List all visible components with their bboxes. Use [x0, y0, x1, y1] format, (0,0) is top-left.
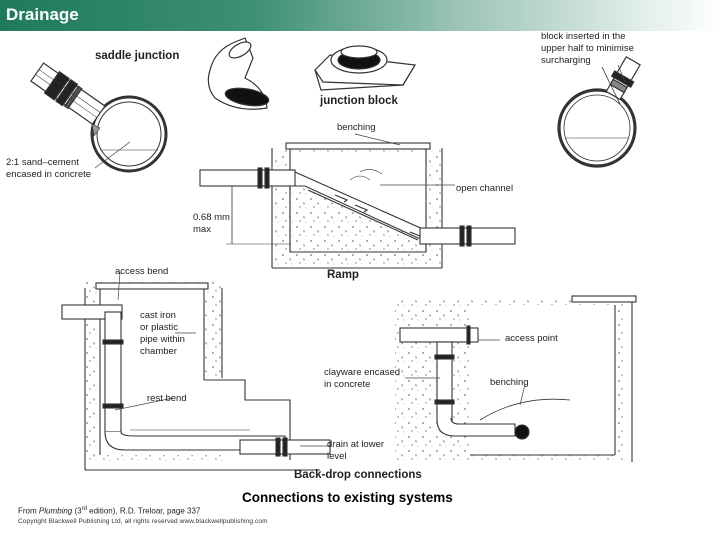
ramp-chamber-drawing	[199, 142, 516, 269]
sand-cement-line-2: encased in concrete	[6, 169, 92, 180]
clayware-label: clayware encased in concrete	[324, 367, 400, 391]
access-point-label: access point	[505, 333, 558, 344]
figure-caption: Connections to existing systems	[242, 490, 453, 505]
block-inserted-line-3: surcharging	[541, 55, 591, 66]
block-inserted-line-2: upper half to minimise	[541, 43, 634, 54]
citation-edition-sup: rd	[81, 506, 87, 512]
cast-iron-chamber-drawing	[61, 282, 331, 471]
page-title: Drainage	[6, 5, 79, 24]
cast-iron-line-4: chamber	[140, 346, 177, 357]
saddle-junction-drawing	[30, 62, 168, 173]
citation: From Plumbing (3rd edition), R.D. Treloa…	[18, 506, 200, 516]
junction-block-drawing	[314, 45, 416, 91]
rest-bend-label: rest bend	[147, 393, 187, 404]
back-drop-drawing	[395, 295, 637, 462]
max-drop-line-1: 0.68 mm	[193, 212, 230, 223]
ramp-label: Ramp	[327, 269, 359, 281]
block-inserted-label: block inserted in the upper half to mini…	[541, 31, 634, 67]
access-bend-label: access bend	[115, 266, 169, 277]
benching-bottom-label: benching	[490, 377, 529, 388]
block-inserted-line-1: block inserted in the	[541, 31, 626, 42]
drain-lower-line-2: level	[327, 451, 347, 462]
cast-iron-line-1: cast iron	[140, 310, 176, 321]
back-drop-label: Back-drop connections	[294, 469, 422, 481]
max-drop-label: 0.68 mm max	[193, 212, 230, 236]
citation-book: Plumbing	[38, 506, 73, 516]
sand-cement-label: 2:1 sand–cement encased in concrete	[6, 157, 91, 181]
pipe-section-with-block	[557, 56, 641, 168]
cast-iron-label: cast iron or plastic pipe within chamber	[140, 310, 185, 358]
drain-lower-label: drain at lower level	[327, 439, 384, 463]
open-channel-label: open channel	[456, 183, 514, 194]
title-bar: Drainage	[0, 0, 720, 31]
cast-iron-line-2: or plastic	[140, 322, 179, 333]
sand-cement-line-1: 2:1 sand–cement	[6, 157, 79, 168]
max-drop-line-2: max	[193, 224, 211, 235]
copyright-notice: Copyright Blackwell Publishing Ltd, all …	[18, 518, 268, 525]
citation-edition: (3	[72, 506, 82, 516]
saddle-piece-drawing	[207, 37, 270, 110]
citation-prefix: From	[18, 506, 39, 516]
saddle-junction-label: saddle junction	[95, 50, 180, 62]
citation-suffix: edition), R.D. Treloar, page 337	[86, 506, 201, 516]
leader-lines	[94, 64, 626, 447]
benching-top-label: benching	[337, 122, 376, 133]
clayware-line-1: clayware encased	[324, 367, 401, 378]
drain-lower-line-1: drain at lower	[327, 439, 385, 450]
clayware-line-2: in concrete	[324, 379, 371, 390]
cast-iron-line-3: pipe within	[140, 334, 185, 345]
junction-block-label: junction block	[320, 95, 398, 107]
